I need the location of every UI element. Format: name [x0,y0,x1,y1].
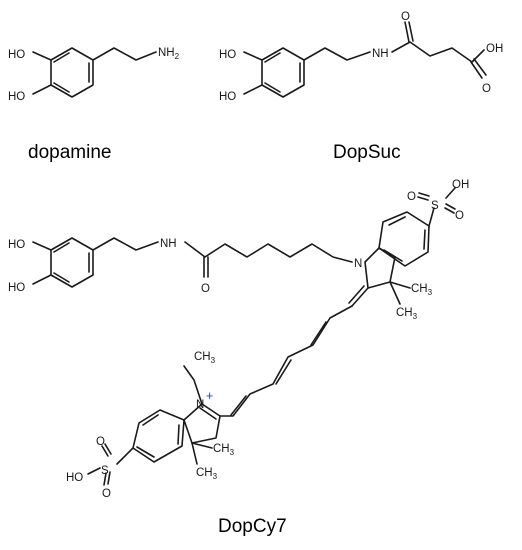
dopcy7-indolium-nitrogen: N [196,399,204,411]
dopcy7-positive-charge: + [206,389,213,403]
dopamine-hydroxyl-bottom: HO [8,91,25,103]
dopsuc-bonds [243,21,487,98]
dopcy7-methyl-top-a: CH3 [411,283,433,297]
dopsuc-amide-nh: NH [372,48,389,60]
dopcy7-sulfonate-hydroxyl-top: OH [452,179,469,191]
dopcy7-methyl-bottom-a: CH3 [213,443,235,457]
dopcy7-structure: HO HO NH O N S OH O O CH3 CH3 N + CH3 CH… [8,179,469,537]
dopamine-bonds [32,47,157,98]
dopsuc-amide-oxygen: O [401,11,410,23]
dopcy7-sulfonate-oxygen-left: O [407,191,416,203]
dopcy7-methyl-top-b: CH3 [396,307,418,321]
dopcy7-sulfonate-hydroxyl-bottom: HO [66,472,83,484]
dopamine-structure: HO HO NH2 dopamine [8,47,180,163]
dopcy7-bonds [32,187,456,486]
dopcy7-sulfonate-sulfur-top: S [431,200,439,212]
dopsuc-structure: HO HO NH O O OH DopSuc [219,11,503,163]
dopsuc-hydroxyl-top: HO [219,49,236,61]
dopsuc-acid-hydroxyl: OH [486,43,503,55]
caption-dopamine: dopamine [28,142,111,163]
dopcy7-hydroxyl-bottom: HO [8,282,25,294]
dopcy7-sulfonate-sulfur-bottom: S [101,465,109,477]
dopcy7-sulfonate-oxygen-right: O [455,210,464,222]
dopcy7-indoline-nitrogen-top: N [354,258,362,270]
caption-dopsuc: DopSuc [333,142,401,163]
caption-dopcy7: DopCy7 [218,516,287,537]
dopcy7-hydroxyl-top: HO [8,239,25,251]
dopcy7-ethyl-methyl: CH3 [194,351,216,365]
dopamine-hydroxyl-top: HO [8,49,25,61]
dopcy7-sulfonate-oxygen-upper: O [96,436,105,448]
dopsuc-hydroxyl-bottom: HO [219,91,236,103]
dopsuc-acid-oxygen: O [482,83,491,95]
dopcy7-methyl-bottom-b: CH3 [196,467,218,481]
dopcy7-amide-oxygen: O [201,283,210,295]
dopcy7-sulfonate-oxygen-lower: O [102,488,111,500]
dopamine-amine: NH2 [158,47,180,61]
dopcy7-amide-nh: NH [160,238,177,250]
